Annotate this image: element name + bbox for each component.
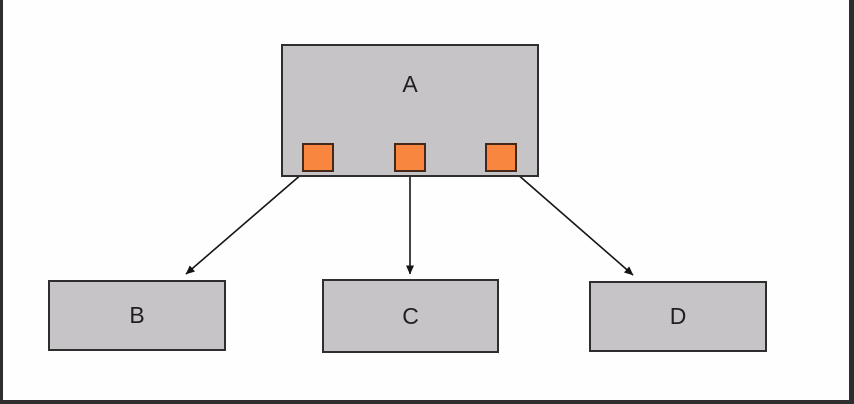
node-c-label: C [402,302,419,329]
frame-edge-left [0,0,3,404]
port-square-1 [302,143,334,172]
edge-a-b [185,172,304,275]
port-square-2 [394,143,426,172]
node-a-label: A [402,71,418,97]
node-b-label: B [129,302,145,328]
frame-edge-right [849,0,854,404]
port-square-3 [485,143,517,172]
node-c: C [322,279,499,353]
node-a: A [281,44,539,177]
frame-edge-bottom [0,400,849,404]
node-b: B [48,280,226,351]
node-d: D [589,281,767,352]
node-d-label: D [669,303,687,329]
edge-a-d [515,172,634,276]
